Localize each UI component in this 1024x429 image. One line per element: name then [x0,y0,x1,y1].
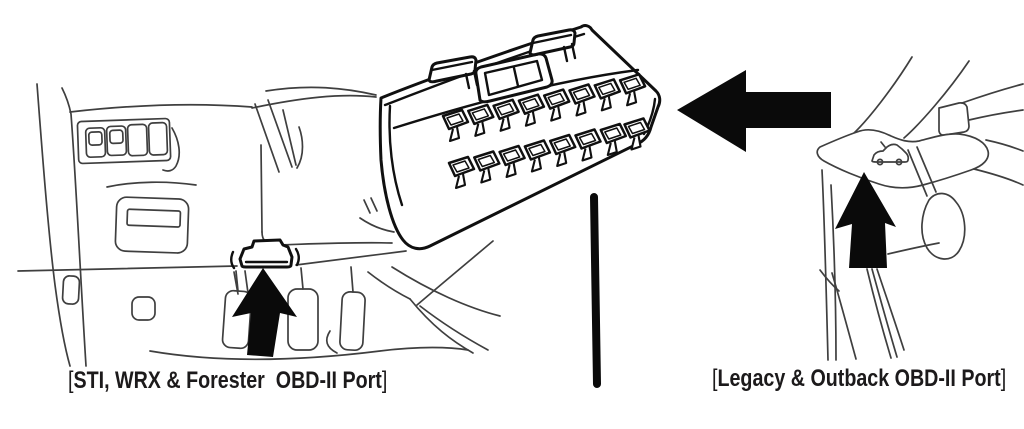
divider-line [590,193,601,388]
left-arrow-icon [677,70,831,152]
kick-panel [816,128,990,189]
bracket-open: [ [712,365,718,392]
coin-tray [114,196,190,254]
accelerator-pedal [339,291,366,352]
legacy-outback-kickpanel-illustration [816,56,1024,361]
right-caption-text: Legacy & Outback OBD-II Port [717,365,1001,392]
connector-latch [474,52,554,104]
connector-tab-right [528,28,577,63]
switch-blank-panel [76,117,172,165]
up-arrow-icon [232,268,297,357]
brake-pedal [287,288,319,351]
obd-port-left-icon [230,238,300,270]
clutch-pedal [221,289,253,350]
bracket-open: [ [68,367,74,394]
sti-wrx-forester-dash-illustration [17,83,501,367]
door-hinge [61,275,81,305]
bracket-close: ] [381,367,388,394]
right-caption: [Legacy & Outback OBD-II Port] [712,366,1006,392]
connector-tab-left [427,55,479,90]
left-caption-text: STI, WRX & Forester OBD-II Port [73,367,382,394]
bracket-close: ] [1000,365,1007,392]
footrest-bracket [131,296,156,321]
obd2-connector-icon [378,24,662,251]
left-caption: [STI, WRX & Forester OBD-II Port] [68,368,387,394]
up-arrow-icon [835,172,896,268]
hood-release-car-icon [871,141,910,166]
